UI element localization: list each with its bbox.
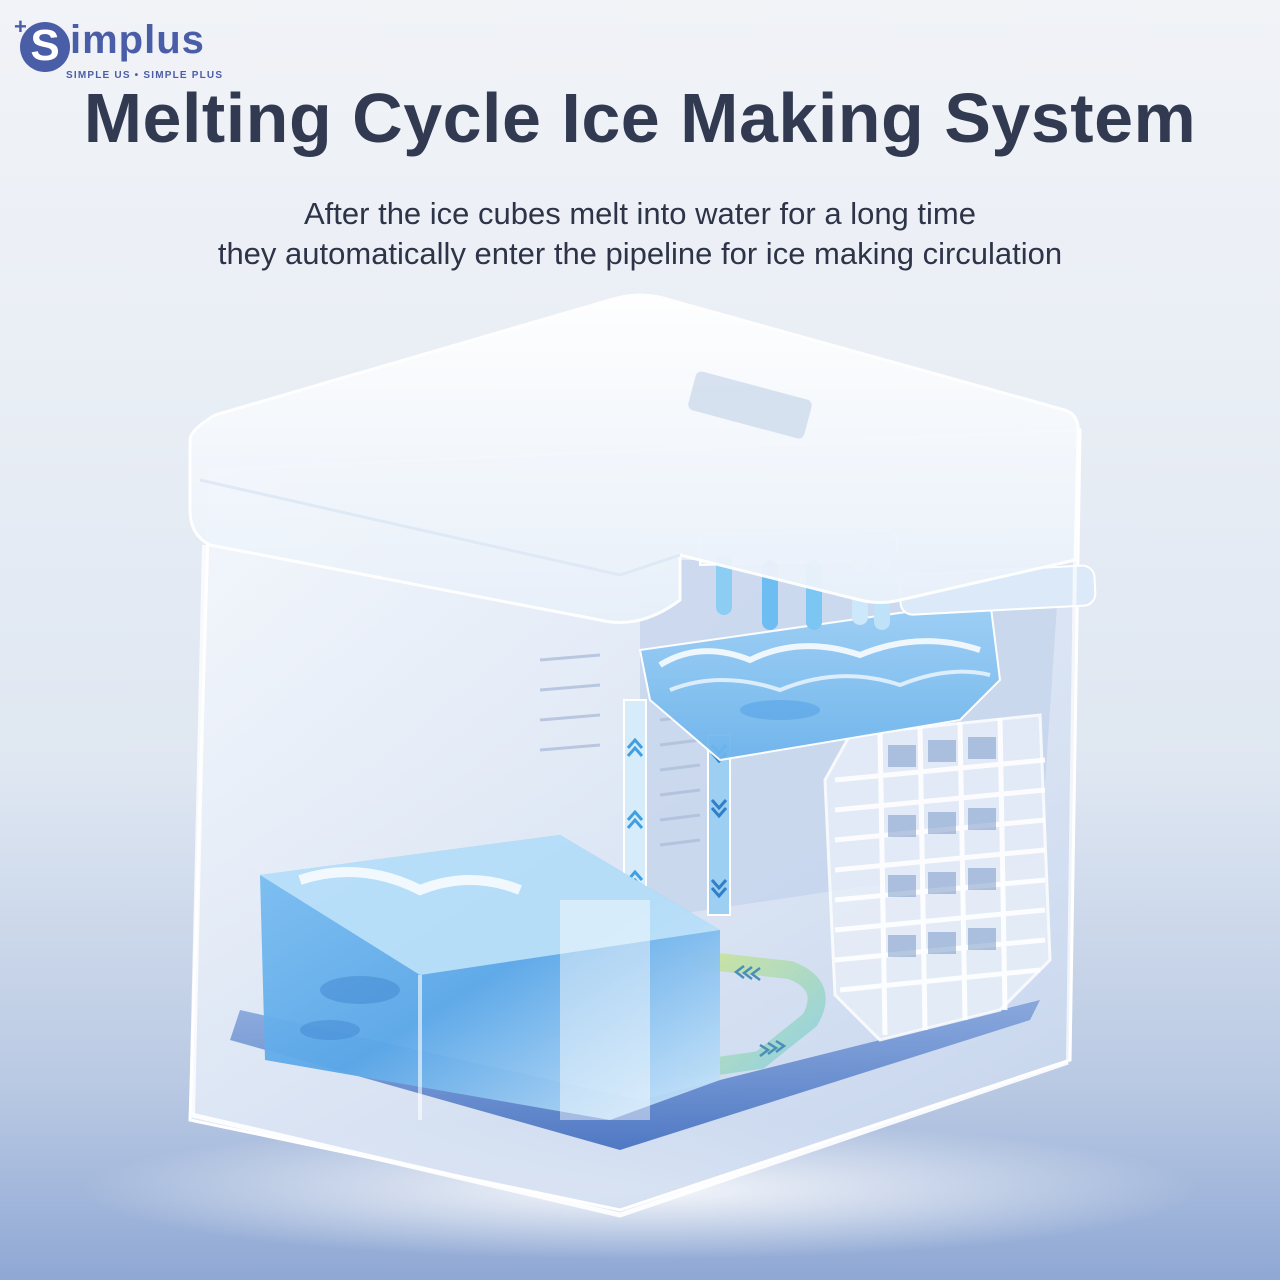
brand-name: implus (70, 18, 205, 62)
fan-grille (823, 713, 1052, 1042)
brand-logo: + S implus SIMPLE US • SIMPLE PLUS (14, 16, 234, 88)
control-panel-icon (688, 371, 812, 439)
down-flow-pipe (707, 734, 731, 916)
subtitle-line-1: After the ice cubes melt into water for … (304, 196, 976, 231)
ice-basket (260, 835, 720, 1120)
subtitle-line-2: they automatically enter the pipeline fo… (217, 236, 1063, 271)
return-pipe (681, 951, 826, 1079)
lid (188, 293, 1080, 624)
page-subtitle: After the ice cubes melt into water for … (0, 194, 1280, 274)
right-edge (1066, 559, 1077, 1061)
left-edge (189, 544, 208, 1116)
ice-maker-diagram (0, 280, 1280, 1280)
ice-tray (638, 598, 1002, 762)
logo-badge: S (20, 22, 70, 72)
base-edge (191, 1059, 1069, 1218)
return-arrows-icon (733, 965, 787, 1057)
page-title: Melting Cycle Ice Making System (83, 79, 1197, 157)
brand-tagline: SIMPLE US • SIMPLE PLUS (66, 70, 224, 81)
